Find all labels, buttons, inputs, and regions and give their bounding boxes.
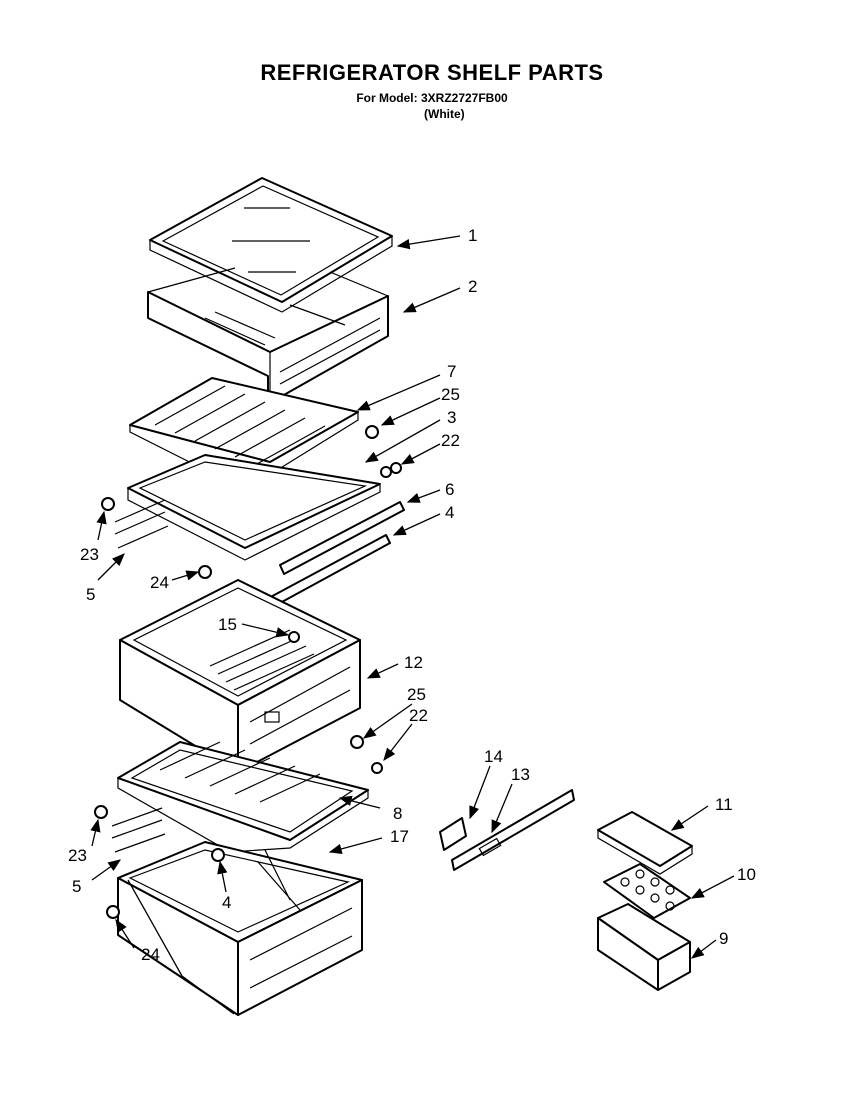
callout-4-lower: 4 — [222, 893, 231, 912]
part-3-shelf-frame — [127, 454, 381, 561]
part-12-crisper-drawer — [119, 579, 361, 773]
part-2-shelf-tray — [147, 267, 389, 405]
color-line: (White) — [424, 107, 465, 121]
model-line: For Model: 3XRZ2727FB00 — [356, 91, 508, 105]
callout-12: 12 — [404, 653, 423, 672]
callout-1: 1 — [468, 226, 477, 245]
callout-6: 6 — [445, 480, 454, 499]
callout-9: 9 — [719, 929, 728, 948]
callout-22-upper: 22 — [441, 431, 460, 450]
part-14-clip — [439, 817, 467, 851]
part-10-egg-tray — [603, 863, 691, 919]
part-6-rail — [279, 501, 405, 575]
part-5-side-rail — [114, 499, 169, 549]
part-9-bin — [597, 903, 691, 991]
callout-2: 2 — [468, 277, 477, 296]
callout-11: 11 — [715, 795, 733, 814]
callout-5-upper: 5 — [86, 585, 95, 604]
leader-lines — [90, 235, 735, 1015]
callout-17: 17 — [390, 827, 409, 846]
callout-25-upper: 25 — [441, 385, 460, 404]
callout-4-upper: 4 — [445, 503, 454, 522]
callout-14: 14 — [484, 747, 503, 766]
callout-24-lower: 24 — [141, 945, 160, 964]
callout-25-lower: 25 — [407, 685, 426, 704]
callout-22-lower: 22 — [409, 706, 428, 725]
part-13-bracket — [451, 789, 575, 871]
part-5-lower-side-rail — [111, 807, 166, 853]
callout-5-lower: 5 — [72, 877, 81, 896]
part-17-lower-drawer — [117, 841, 363, 1016]
callout-3: 3 — [447, 408, 456, 427]
part-11-bin-lid — [597, 811, 693, 875]
callout-labels: 1 2 7 25 3 22 6 4 23 24 5 15 12 25 22 14… — [68, 226, 756, 964]
callout-23-upper: 23 — [80, 545, 99, 564]
callout-24-upper: 24 — [150, 573, 169, 592]
callout-15: 15 — [218, 615, 237, 634]
part-8-lower-shelf — [117, 741, 369, 853]
callout-7: 7 — [447, 362, 456, 381]
callout-8: 8 — [393, 804, 402, 823]
callout-13: 13 — [511, 765, 530, 784]
page-title: REFRIGERATOR SHELF PARTS — [260, 60, 604, 85]
callout-23-lower: 23 — [68, 846, 87, 865]
callout-10: 10 — [737, 865, 756, 884]
part-1-glass-shelf — [149, 177, 393, 313]
